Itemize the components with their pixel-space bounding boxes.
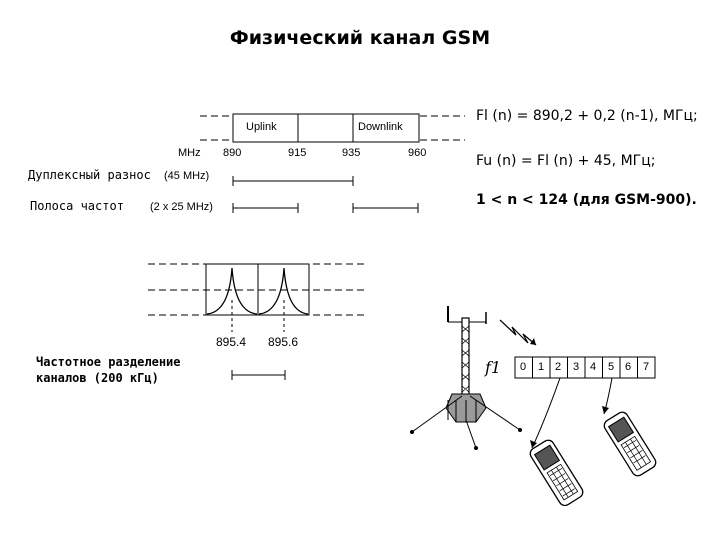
freq-895-6: 895.6 — [268, 335, 299, 349]
channel-spectrum-1 — [206, 267, 258, 315]
channel-separation-line1: Частотное разделение — [36, 355, 181, 369]
tick-960: 960 — [408, 147, 427, 159]
tdma-slot-2: 2 — [555, 361, 562, 373]
mobile-phone-1-icon — [529, 439, 584, 507]
band-width-label: Полоса частот — [30, 199, 124, 213]
tdma-slot-5: 5 — [608, 361, 615, 373]
freq-895-4: 895.4 — [216, 335, 247, 349]
carrier-frequency-label: f1 — [485, 358, 502, 377]
formula-fu: Fu (n) = Fl (n) + 45, МГц; — [476, 153, 656, 169]
tdma-slot-1: 1 — [538, 361, 545, 373]
tdma-slot-6: 6 — [625, 361, 632, 373]
downlink-block — [352, 113, 420, 143]
uplink-block — [232, 113, 299, 143]
page-title: Физический канал GSM — [229, 27, 491, 49]
base-station-tower-icon — [410, 306, 522, 450]
tick-915: 915 — [288, 147, 307, 159]
formula-range: 1 < n < 124 (для GSM-900). — [476, 192, 697, 208]
band-width-value: (2 x 25 MHz) — [150, 201, 213, 213]
formula-fl: Fl (n) = 890,2 + 0,2 (n-1), МГц; — [476, 108, 698, 124]
duplex-spacing-value: (45 MHz) — [164, 170, 210, 182]
tdma-slot-3: 3 — [573, 361, 580, 373]
tdma-slot-4: 4 — [590, 361, 597, 373]
tick-890: 890 — [223, 147, 242, 159]
mhz-unit-label: MHz — [178, 147, 201, 159]
radio-link-icon — [499, 319, 537, 346]
tick-935: 935 — [342, 147, 361, 159]
tdma-slot-7: 7 — [643, 361, 650, 373]
duplex-spacing-label: Дуплексный разнос — [28, 168, 151, 182]
downlink-label: Downlink — [358, 121, 403, 133]
channel-separation-line2: каналов (200 кГц) — [36, 371, 159, 385]
tdma-slot-0: 0 — [520, 361, 527, 373]
mobile-phone-2-icon — [603, 411, 657, 477]
channel-spectrum-2 — [258, 267, 309, 315]
uplink-label: Uplink — [246, 121, 277, 133]
